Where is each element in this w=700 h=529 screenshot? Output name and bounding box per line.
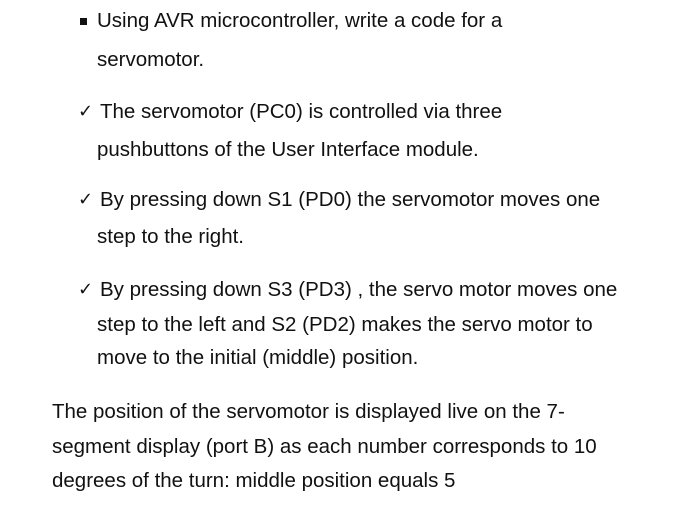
paragraph-line: degrees of the turn: middle position equ… <box>52 469 456 492</box>
square-bullet-icon <box>80 18 87 25</box>
check-text-line: step to the right. <box>97 225 245 248</box>
check-text-line: By pressing down S1 (PD0) the servomotor… <box>100 188 601 211</box>
check-mark-icon: ✓ <box>78 279 94 300</box>
check-text-line: By pressing down S3 (PD3) , the servo mo… <box>100 278 618 301</box>
check-mark-icon: ✓ <box>78 189 94 210</box>
bullet-text-line: Using AVR microcontroller, write a code … <box>97 9 503 32</box>
check-text-line: step to the left and S2 (PD2) makes the … <box>97 313 593 336</box>
check-text-line: pushbuttons of the User Interface module… <box>97 138 479 161</box>
check-text-line: move to the initial (middle) position. <box>97 346 419 369</box>
check-mark-icon: ✓ <box>78 101 94 122</box>
paragraph-line: The position of the servomotor is displa… <box>52 400 565 423</box>
paragraph-line: segment display (port B) as each number … <box>52 435 597 458</box>
bullet-text-line: servomotor. <box>97 48 205 71</box>
check-text-line: The servomotor (PC0) is controlled via t… <box>100 100 503 123</box>
